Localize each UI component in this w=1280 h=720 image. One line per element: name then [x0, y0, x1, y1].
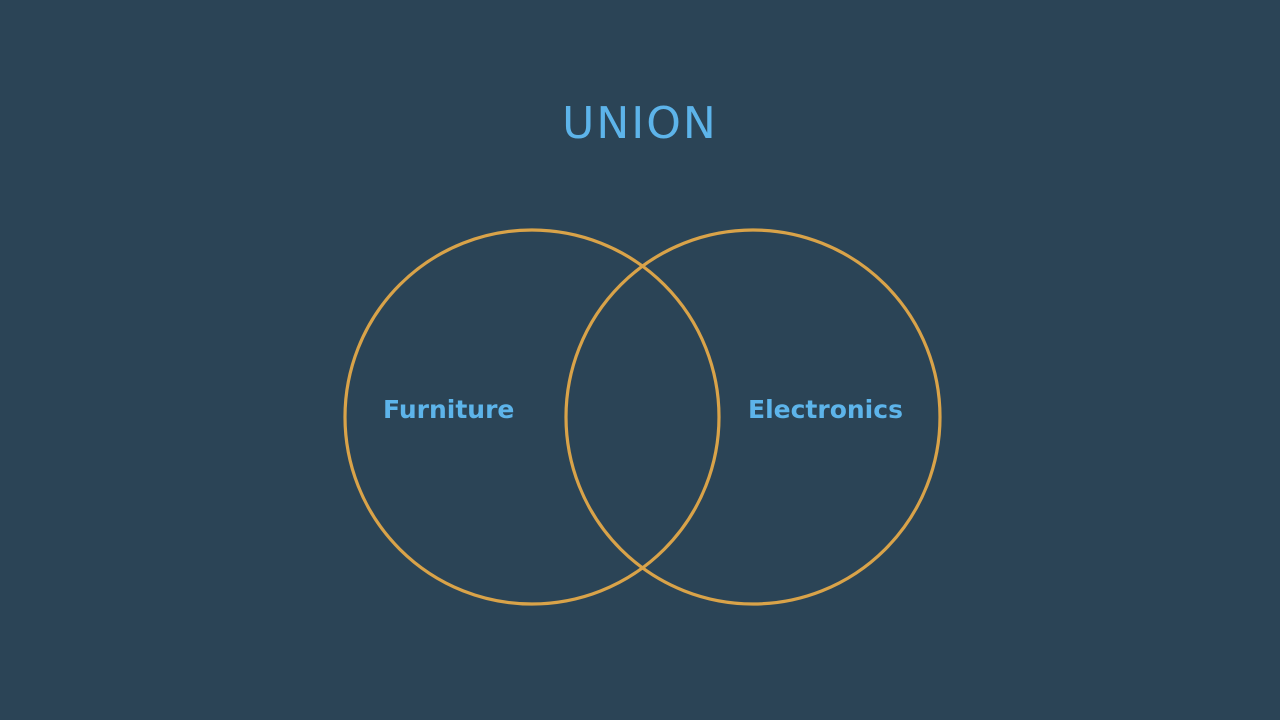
furniture-circle [343, 228, 721, 606]
diagram-title: UNION [562, 98, 718, 149]
electronics-label: Electronics [748, 395, 903, 424]
furniture-label: Furniture [383, 395, 515, 424]
electronics-circle [564, 228, 942, 606]
